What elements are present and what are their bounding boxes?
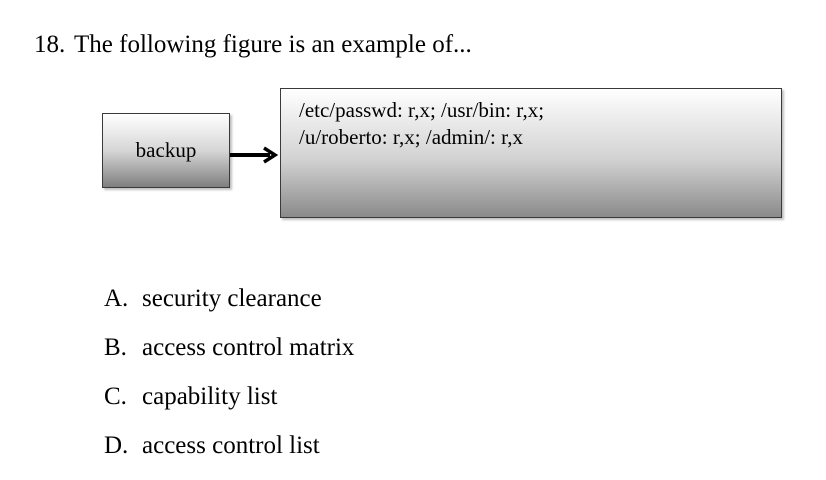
answer-options: A. security clearance B. access control ma… [104, 284, 354, 480]
option-b[interactable]: B. access control matrix [104, 333, 354, 363]
question-number: 18. [34, 31, 66, 58]
option-letter: B. [104, 334, 127, 361]
arrow-icon [230, 146, 279, 164]
option-c[interactable]: C. capability list [104, 382, 354, 412]
option-text: capability list [142, 383, 278, 410]
permissions-line-1: /etc/passwd: r,x; /usr/bin: r,x; [299, 98, 545, 122]
question-stem: 18. The following figure is an example of… [34, 30, 472, 60]
option-letter: A. [104, 285, 129, 312]
option-a[interactable]: A. security clearance [104, 284, 354, 314]
capability-box: /etc/passwd: r,x; /usr/bin: r,x; /u/robe… [280, 88, 782, 218]
subject-label: backup [135, 138, 197, 162]
question-text: The following figure is an example of... [74, 31, 472, 58]
option-text: access control matrix [142, 334, 355, 361]
option-text: access control list [142, 432, 320, 459]
permissions-line-2: /u/roberto: r,x; /admin/: r,x [299, 125, 524, 149]
option-letter: D. [104, 432, 129, 459]
option-text: security clearance [142, 285, 322, 312]
option-d[interactable]: D. access control list [104, 431, 354, 461]
option-letter: C. [104, 383, 127, 410]
subject-box: backup [102, 113, 230, 188]
